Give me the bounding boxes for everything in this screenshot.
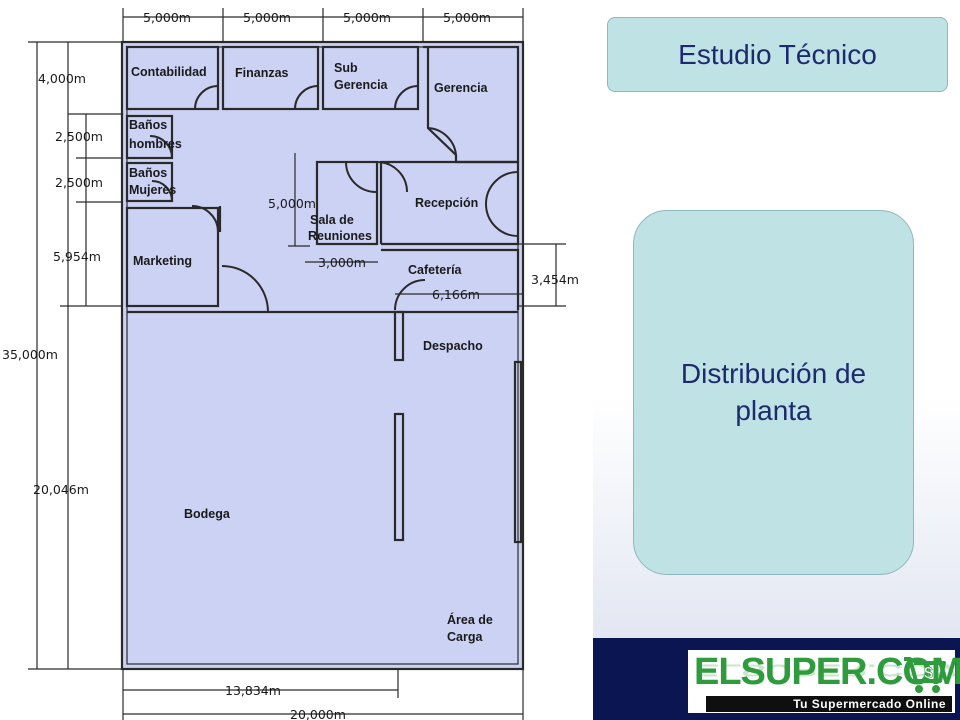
dim-label-left-3: 2,500m (55, 175, 103, 190)
slide-content-text: Distribución de planta (680, 358, 867, 426)
dim-label-cafeteria-width: 6,166m (432, 287, 480, 302)
room-label-marketing: Marketing (133, 254, 192, 268)
dim-label-left-5: 20,046m (33, 482, 89, 497)
slide-title-box: Estudio Técnico (607, 17, 948, 92)
dim-label-bottom-1: 13,834m (225, 683, 281, 698)
dim-label-sala-height: 5,000m (268, 196, 316, 211)
dim-label-bottom-total: 20,000m (290, 707, 346, 720)
dim-label-left-1: 4,000m (38, 71, 86, 86)
dim-label-cafeteria-height: 3,454m (531, 272, 579, 287)
room-label-gerencia: Gerencia (434, 81, 489, 95)
room-label-banos-hombres-line2: hombres (129, 137, 182, 151)
room-label-bodega: Bodega (184, 507, 231, 521)
room-label-area-carga-line1: Área de (447, 612, 493, 627)
walls (120, 40, 525, 671)
room-label-despacho: Despacho (423, 339, 483, 353)
floor-plan: Contabilidad Finanzas Sub Gerencia Geren… (2, 8, 579, 720)
logo-tagline: Tu Supermercado Online (706, 696, 952, 712)
dim-label-left-total: 35,000m (2, 347, 58, 362)
room-label-banos-mujeres-line2: Mujeres (129, 183, 176, 197)
room-label-sala-line1: Sala de (310, 213, 354, 227)
room-label-banos-hombres-line1: Baños (129, 118, 167, 132)
logo-wordmark: ELSUPER.COM (694, 651, 960, 693)
slide-content-box: Distribución de planta (633, 210, 914, 575)
dim-label-top-2: 5,000m (243, 10, 291, 25)
room-label-sub-gerencia-line2: Gerencia (334, 78, 389, 92)
dim-label-top-1: 5,000m (143, 10, 191, 25)
dim-label-top-3: 5,000m (343, 10, 391, 25)
room-label-sala-line2: Reuniones (308, 229, 372, 243)
doors (149, 85, 519, 313)
floor-plan-drawing: Contabilidad Finanzas Sub Gerencia Geren… (2, 8, 579, 720)
dim-label-top-4: 5,000m (443, 10, 491, 25)
room-label-sub-gerencia-line1: Sub (334, 61, 358, 75)
room-label-recepcion: Recepción (415, 196, 478, 210)
brand-logo: ELSUPER.COM ELSUPER.COM $ Tu Supermercad… (688, 650, 960, 713)
dim-label-left-4: 5,954m (53, 249, 101, 264)
slide-title: Estudio Técnico (678, 38, 877, 70)
room-label-area-carga-line2: Carga (447, 630, 483, 644)
room-label-banos-mujeres-line1: Baños (129, 166, 167, 180)
shopping-cart-icon: $ (904, 657, 946, 693)
floor-area (123, 42, 523, 669)
dim-label-sala-width: 3,000m (318, 255, 366, 270)
room-label-cafeteria: Cafetería (408, 263, 463, 277)
room-label-finanzas: Finanzas (235, 66, 289, 80)
dimension-lines (28, 8, 566, 720)
dim-label-left-2: 2,500m (55, 129, 103, 144)
room-label-contabilidad: Contabilidad (131, 65, 207, 79)
svg-text:$: $ (924, 665, 933, 682)
